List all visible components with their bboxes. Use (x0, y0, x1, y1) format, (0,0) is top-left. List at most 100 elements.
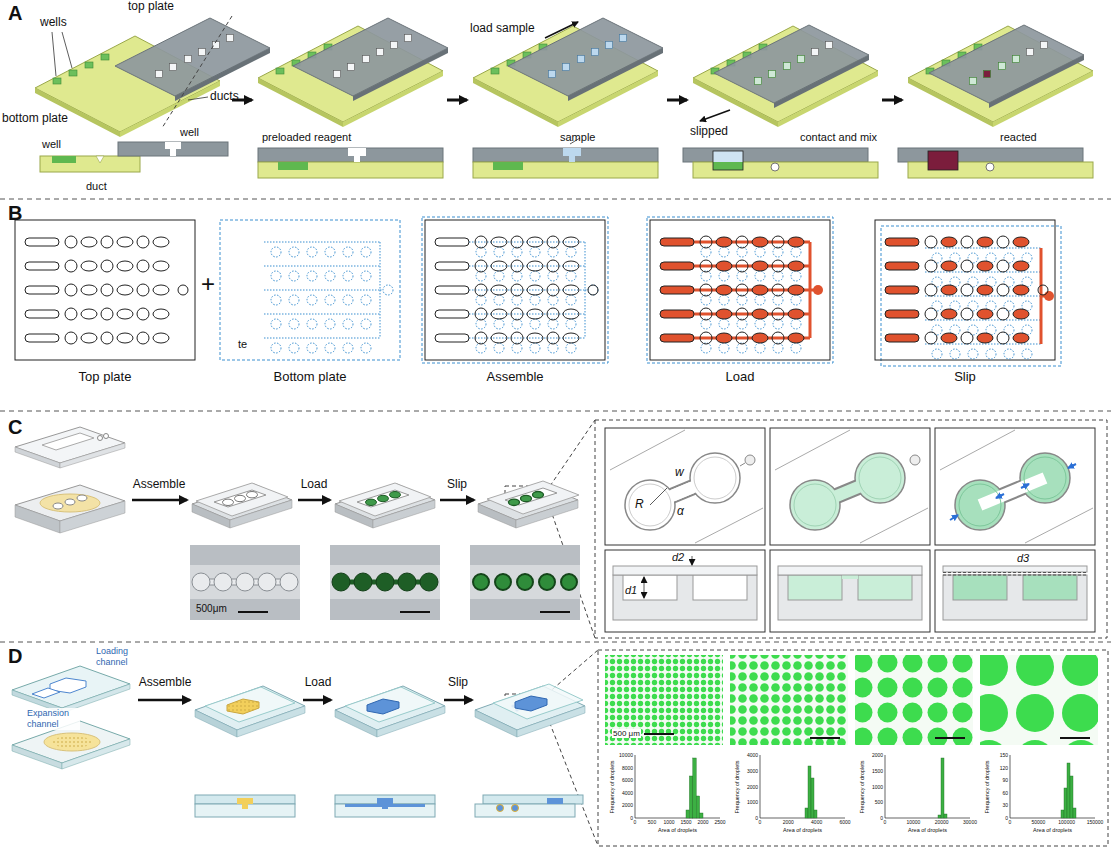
sample-wells (578, 56, 585, 63)
micrograph (539, 574, 555, 590)
section-detail (623, 575, 677, 600)
loaded-plates (660, 332, 804, 344)
section-detail (943, 575, 1087, 620)
slipped-plates (885, 308, 1029, 320)
step-arrow (447, 99, 467, 102)
histogram-bar (941, 758, 944, 818)
scale-label: 500 μm (612, 729, 641, 738)
panel-letter: B (8, 202, 22, 225)
well-detail (950, 515, 958, 520)
scale-label: 500μm (196, 603, 227, 615)
dimension-label: R (635, 498, 644, 512)
step-note: reacted (1000, 131, 1037, 144)
section-detail (778, 566, 922, 575)
micrograph (214, 573, 232, 591)
droplet-image (605, 655, 1098, 745)
micrograph (420, 573, 438, 591)
chip-parts (12, 666, 130, 708)
axis-title: Frequency of droplets (735, 760, 741, 813)
cross-section (928, 151, 958, 170)
well-detail (859, 457, 901, 499)
dimension-label: d1 (625, 584, 637, 597)
loaded-chip (335, 484, 435, 528)
step-arrow (132, 499, 474, 502)
tick-label: 0 (630, 816, 633, 821)
part-label: well (180, 126, 199, 139)
chip-parts (98, 436, 103, 441)
loaded-plates (660, 308, 804, 320)
tick-label: 100000 (1058, 820, 1075, 826)
bottom-plate (264, 242, 393, 353)
bottom-plate (264, 242, 380, 257)
axis-title: Frequency of droplets (610, 760, 616, 813)
step-plates (115, 18, 270, 101)
droplet-image (605, 655, 723, 745)
droplet-image (855, 655, 973, 745)
tick-label: 60 (1002, 790, 1008, 795)
step-arrow (444, 699, 472, 702)
well-detail (1068, 464, 1076, 468)
tick-label: 10000 (906, 820, 920, 826)
assembled-plates (435, 284, 579, 296)
top-plate (25, 236, 169, 248)
loaded-plates (650, 220, 830, 360)
cross-section (771, 163, 779, 171)
assembled-plates (422, 217, 608, 363)
assembled-plates (435, 236, 598, 353)
figure-art (377, 798, 393, 804)
tick-label: 500 (648, 820, 656, 826)
cross-section (118, 142, 228, 156)
tick-label: 4000 (811, 820, 822, 826)
figure-art (237, 798, 253, 804)
assembled-chip (205, 687, 295, 722)
tick-label: 0 (1009, 820, 1012, 826)
sample-wells (563, 64, 570, 71)
chip-parts (77, 495, 87, 501)
cross-section (348, 148, 366, 156)
step-note: sample (560, 131, 595, 144)
loaded-plates (647, 217, 833, 363)
slipped-plates (885, 260, 1029, 272)
histogram-bar (1067, 763, 1070, 818)
cross-section (170, 149, 176, 156)
micrograph (398, 573, 416, 591)
step-arrow (303, 699, 331, 702)
section-detail (605, 550, 765, 632)
tick-label: 1000 (747, 800, 758, 805)
micrograph (190, 565, 300, 599)
sample-wells (592, 49, 599, 56)
top-plate (25, 260, 169, 272)
cross-section (683, 148, 868, 162)
section-detail (943, 566, 1087, 572)
step-arrow (132, 499, 187, 502)
loaded-chip (390, 492, 401, 498)
micrograph (517, 574, 533, 590)
micrograph (473, 574, 489, 590)
tick-label: 150 (1000, 753, 1008, 758)
step-plates (35, 18, 270, 137)
well-detail (1024, 457, 1066, 499)
loaded-plates (660, 260, 804, 272)
loaded-chip (335, 686, 445, 737)
histogram-bar (808, 766, 811, 818)
loaded-chip (366, 499, 377, 505)
cross-section (278, 162, 308, 170)
bottom-plate (380, 242, 393, 338)
tick-label: 2000 (783, 820, 794, 826)
leader-line (62, 32, 72, 68)
assembled-chip (227, 699, 259, 714)
mixed-wells (784, 63, 791, 70)
section-detail (953, 575, 1007, 600)
section-detail (613, 566, 757, 575)
step-label: Load (301, 478, 328, 492)
motion-arrow (700, 110, 730, 121)
histogram (885, 755, 970, 818)
motion-arrow (545, 22, 578, 38)
histogram (635, 755, 720, 818)
step-label: Assemble (139, 676, 192, 690)
section-detail (935, 550, 1095, 632)
panel-separator (0, 411, 1111, 412)
slipped-chip (521, 495, 532, 501)
section-detail (788, 575, 842, 600)
